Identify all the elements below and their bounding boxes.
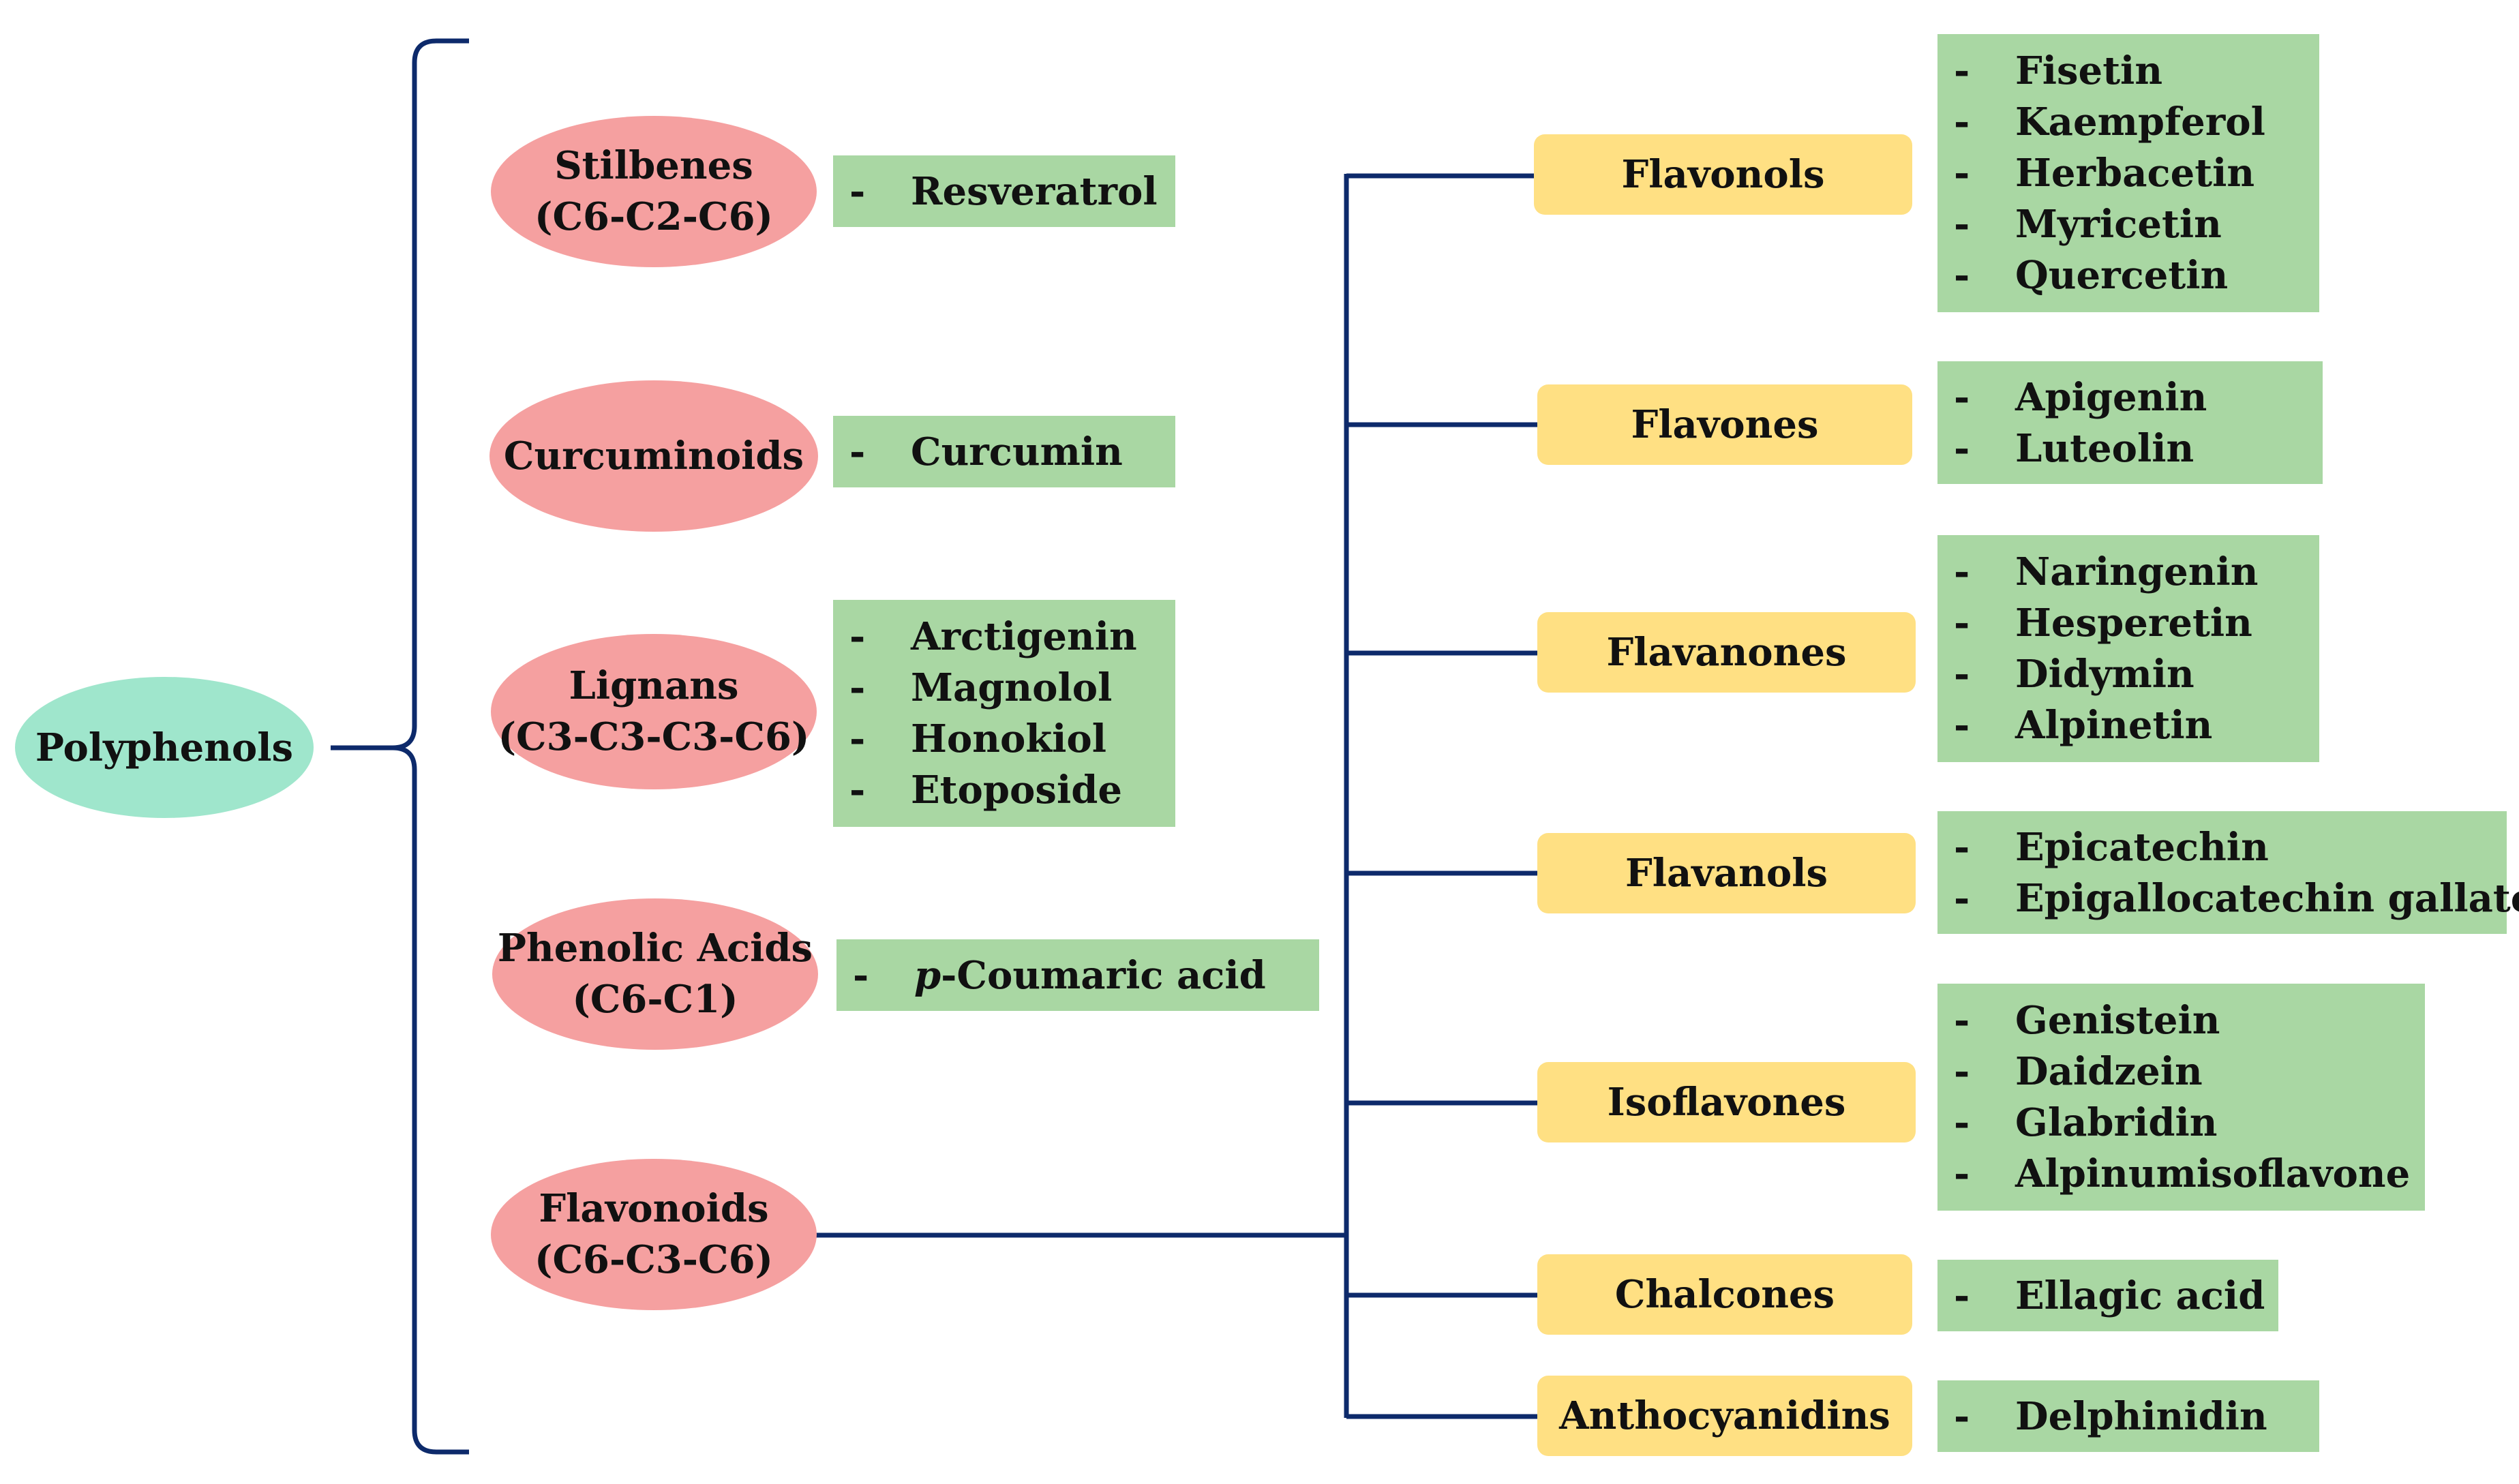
dash: -	[1954, 100, 1970, 145]
main-bracket	[331, 38, 469, 1455]
class-curcuminoids: Curcuminoids	[489, 380, 818, 532]
dash: -	[1954, 1393, 1970, 1439]
class-formula: (C3-C3-C3-C6)	[498, 714, 810, 759]
dash: -	[1954, 1151, 1970, 1196]
dash: -	[849, 768, 866, 813]
subclass-flavonols: Flavonols	[1534, 134, 1912, 215]
class-name: Lignans	[569, 663, 739, 708]
dash: -	[1954, 601, 1970, 646]
examples-flavanols: -Epicatechin -Epigallocatechin gallate	[1937, 811, 2519, 934]
dash: -	[1954, 202, 1970, 247]
examples-flavones: -Apigenin -Luteolin	[1937, 361, 2323, 484]
dash: -	[853, 952, 869, 998]
examples-flavonols: -Fisetin -Kaempferol -Herbacetin -Myrice…	[1937, 34, 2319, 312]
dash: -	[1954, 652, 1970, 697]
class-name: Stilbenes	[554, 143, 753, 188]
class-lignans: Lignans (C3-C3-C3-C6)	[491, 634, 817, 789]
example-item: -Epicatechin	[1954, 824, 2269, 870]
dash: -	[1954, 1049, 1970, 1094]
example-item: -Ellagic acid	[1954, 1273, 2265, 1318]
example-item: -Etoposide	[849, 768, 1122, 813]
dash: -	[1954, 374, 1970, 420]
class-name: Phenolic Acids	[497, 926, 813, 971]
example-item: -Honokiol	[849, 716, 1107, 761]
class-phenolic-acids: Phenolic Acids (C6-C1)	[492, 898, 818, 1050]
examples-phenolic-acids: -p-Coumaric acid	[836, 939, 1319, 1011]
example-item: -Fisetin	[1954, 48, 2163, 93]
dash: -	[1954, 425, 1970, 471]
dash: -	[849, 716, 866, 761]
dash: -	[1954, 875, 1970, 921]
dash: -	[1954, 1100, 1970, 1145]
dash: -	[1954, 253, 1970, 298]
example-item: -Kaempferol	[1954, 100, 2265, 145]
examples-stilbenes: -Resveratrol	[833, 155, 1175, 227]
dash: -	[1954, 1273, 1970, 1318]
example-item: -Glabridin	[1954, 1100, 2218, 1145]
example-item: -Curcumin	[849, 429, 1123, 474]
example-item: -Apigenin	[1954, 374, 2207, 420]
examples-anthocyanidins: -Delphinidin	[1937, 1380, 2319, 1452]
dash: -	[1954, 48, 1970, 93]
dash: -	[849, 168, 866, 214]
subclass-flavanols: Flavanols	[1537, 833, 1916, 913]
example-item: -Didymin	[1954, 652, 2194, 697]
example-item: -Quercetin	[1954, 253, 2229, 298]
examples-chalcones: -Ellagic acid	[1937, 1260, 2278, 1331]
dash: -	[1954, 998, 1970, 1043]
dash: -	[1954, 703, 1970, 748]
class-name: Flavonoids	[539, 1186, 769, 1231]
subclass-chalcones: Chalcones	[1537, 1254, 1912, 1335]
example-item: -Daidzein	[1954, 1049, 2203, 1094]
italic-prefix: p	[914, 952, 941, 998]
subclass-flavones: Flavones	[1537, 384, 1912, 465]
example-item: -Naringenin	[1954, 549, 2259, 594]
example-item: -Epigallocatechin gallate	[1954, 875, 2519, 921]
examples-flavanones: -Naringenin -Hesperetin -Didymin -Alpine…	[1937, 535, 2319, 762]
example-item: -Arctigenin	[849, 614, 1137, 659]
example-item: -Alpinumisoflavone	[1954, 1151, 2411, 1196]
examples-isoflavones: -Genistein -Daidzein -Glabridin -Alpinum…	[1937, 984, 2425, 1211]
root-label: Polyphenols	[35, 725, 294, 770]
example-item: -Alpinetin	[1954, 703, 2213, 748]
dash: -	[849, 665, 866, 710]
class-formula: (C6-C1)	[572, 977, 738, 1022]
example-item: -Magnolol	[849, 665, 1113, 710]
dash: -	[1954, 824, 1970, 870]
class-formula: (C6-C2-C6)	[534, 194, 774, 239]
root-polyphenols: Polyphenols	[15, 677, 314, 818]
class-formula: (C6-C3-C6)	[534, 1237, 774, 1282]
example-item: -Hesperetin	[1954, 601, 2252, 646]
subclass-flavanones: Flavanones	[1537, 612, 1916, 693]
examples-lignans: -Arctigenin -Magnolol -Honokiol -Etoposi…	[833, 600, 1175, 827]
dash: -	[1954, 151, 1970, 196]
example-item: -Delphinidin	[1954, 1393, 2267, 1439]
example-item: -p-Coumaric acid	[853, 952, 1266, 998]
class-stilbenes: Stilbenes (C6-C2-C6)	[491, 116, 817, 267]
example-item: -Genistein	[1954, 998, 2220, 1043]
example-item: -Herbacetin	[1954, 151, 2255, 196]
example-item: -Resveratrol	[849, 168, 1158, 214]
example-item: -Myricetin	[1954, 202, 2222, 247]
class-name: Curcuminoids	[503, 433, 804, 479]
dash: -	[1954, 549, 1970, 594]
subclass-anthocyanidins: Anthocyanidins	[1537, 1376, 1912, 1456]
examples-curcuminoids: -Curcumin	[833, 416, 1175, 487]
dash: -	[849, 429, 866, 474]
class-flavonoids: Flavonoids (C6-C3-C6)	[491, 1159, 817, 1310]
example-item: -Luteolin	[1954, 425, 2194, 471]
subclass-isoflavones: Isoflavones	[1537, 1062, 1916, 1142]
dash: -	[849, 614, 866, 659]
